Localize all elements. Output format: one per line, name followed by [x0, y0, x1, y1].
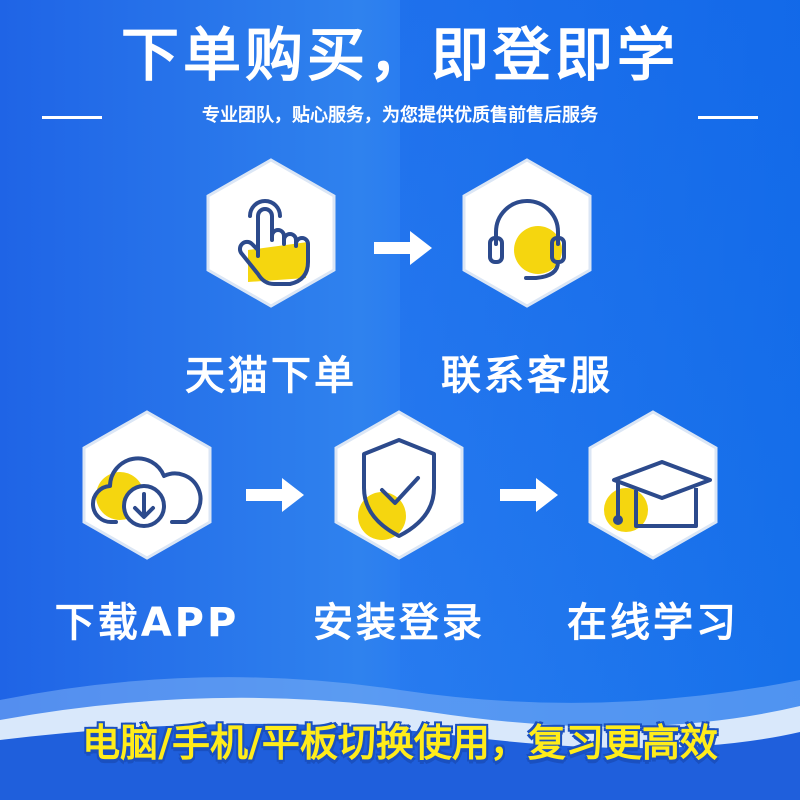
footer-slogan: 电脑/手机/平板切换使用，复习更高效: [82, 721, 718, 765]
step-label-online-study: 在线学习: [567, 600, 739, 646]
subtitle-row: 专业团队，贴心服务，为您提供优质售前售后服务: [0, 101, 800, 131]
subtitle-divider-right: [698, 116, 758, 119]
arrow-right-icon: [246, 478, 304, 512]
arrow-right-icon: [374, 231, 432, 265]
step-contact-support: [452, 158, 602, 308]
step-tmall-order: [196, 158, 346, 308]
arrow-right-icon: [500, 478, 558, 512]
subtitle-divider-left: [42, 116, 102, 119]
headset-icon: [462, 158, 592, 308]
step-label-install-login: 安装登录: [313, 600, 485, 646]
step-download-app: [72, 410, 222, 560]
step-install-login: [324, 410, 474, 560]
cloud-download-icon: [82, 410, 212, 560]
page-subtitle: 专业团队，贴心服务，为您提供优质售前售后服务: [202, 105, 598, 126]
page-title: 下单购买，即登即学: [120, 21, 679, 89]
graduation-cap-icon: [588, 410, 718, 560]
step-label-tmall-order: 天猫下单: [185, 353, 357, 399]
step-online-study: [578, 410, 728, 560]
step-label-contact-support: 联系客服: [441, 353, 613, 399]
bottom-wave: [0, 677, 800, 800]
shield-check-icon: [334, 410, 464, 560]
tap-hand-icon: [206, 158, 336, 308]
step-label-download-app: 下载APP: [54, 600, 240, 646]
